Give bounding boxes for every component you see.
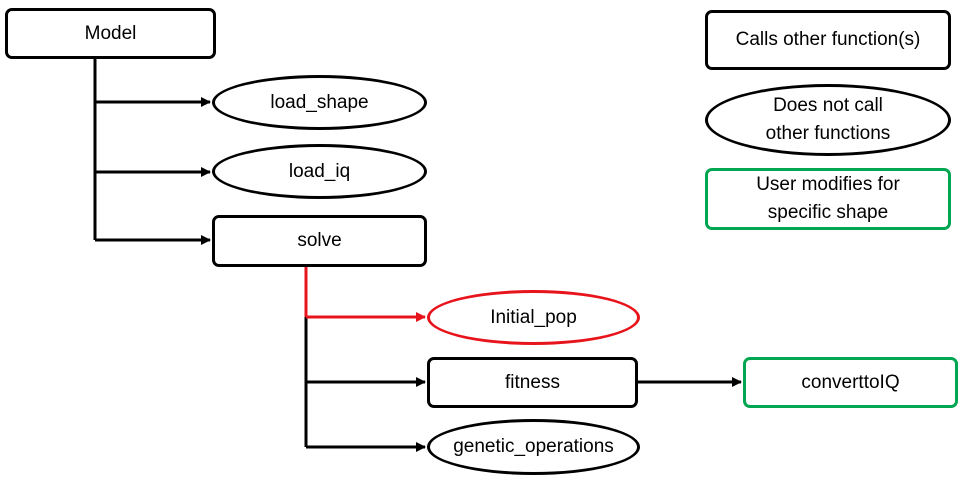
node-converttoiq: converttoIQ <box>743 357 958 408</box>
legend-calls-other: Calls other function(s) <box>705 10 951 70</box>
node-load-iq: load_iq <box>212 144 427 199</box>
legend-user-modifies-label: User modifies for specific shape <box>756 174 900 223</box>
node-converttoiq-label: converttoIQ <box>801 371 900 393</box>
node-fitness: fitness <box>427 357 638 408</box>
node-solve-label: solve <box>297 230 342 252</box>
legend-does-not-call-label: Does not call other functions <box>765 95 891 144</box>
node-model: Model <box>5 8 216 59</box>
node-fitness-label: fitness <box>505 371 560 393</box>
node-genetic-operations: genetic_operations <box>427 419 640 475</box>
legend-calls-other-label: Calls other function(s) <box>735 29 921 51</box>
node-model-label: Model <box>84 22 137 44</box>
legend-does-not-call: Does not call other functions <box>705 84 951 156</box>
node-load-shape: load_shape <box>212 75 427 130</box>
legend-user-modifies: User modifies for specific shape <box>705 168 951 230</box>
node-initial-pop-label: Initial_pop <box>490 306 577 328</box>
node-load-iq-label: load_iq <box>288 160 351 182</box>
node-initial-pop: Initial_pop <box>427 290 640 345</box>
node-solve: solve <box>212 215 427 267</box>
node-genetic-operations-label: genetic_operations <box>453 436 614 458</box>
node-load-shape-label: load_shape <box>270 91 369 113</box>
